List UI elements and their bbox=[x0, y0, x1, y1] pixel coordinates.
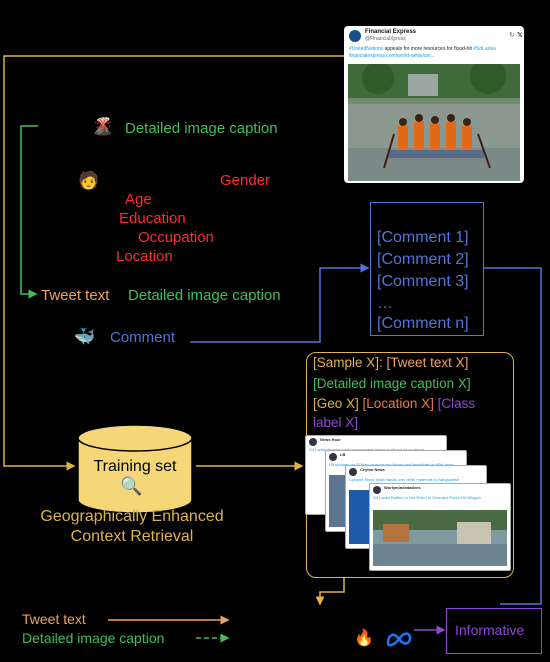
refresh-icon: ↻ bbox=[509, 32, 515, 39]
sample-to-model-wire bbox=[315, 578, 345, 606]
geo-x-label: [Geo X] bbox=[313, 396, 359, 411]
class-label-part2: label X] bbox=[313, 415, 359, 430]
image-caption-label: Detailed image caption bbox=[125, 120, 278, 137]
flame-icon: 🔥 bbox=[354, 630, 374, 647]
comment-item: [Comment 2] bbox=[377, 251, 469, 268]
tweet-link: financialexpress.com/world-news/uni... bbox=[349, 53, 435, 59]
x-logo-icon: 𝕏 bbox=[517, 32, 523, 39]
education-label: Education bbox=[119, 210, 186, 227]
flood-photo bbox=[348, 64, 520, 181]
mini-card-snippet: Sri Lanka disaster rapid assessment team… bbox=[309, 447, 424, 452]
hashtag: #UnitedNations bbox=[349, 46, 384, 52]
mini-card-name: Ceylon News bbox=[360, 467, 385, 472]
comment-item: [Comment n] bbox=[377, 315, 469, 332]
volcano-icon: 🌋 bbox=[92, 117, 114, 136]
age-label: Age bbox=[125, 191, 152, 208]
location-x-label: [Location X] bbox=[362, 396, 434, 411]
gender-label: Gender bbox=[220, 172, 271, 189]
avatar bbox=[349, 30, 361, 42]
informative-output-box: Informative bbox=[446, 608, 542, 654]
comment-label: Comment bbox=[110, 329, 176, 346]
tweet-to-training-wire bbox=[3, 55, 344, 471]
mini-card-snippet: Cyclone Mora: India hands over relief ma… bbox=[349, 477, 460, 482]
whale-icon: 🐳 bbox=[74, 327, 96, 346]
sample-box: [Sample X]: [Tweet text X] [Detailed ima… bbox=[305, 352, 514, 578]
person-icon: 🧑 bbox=[78, 171, 100, 190]
informative-label: Informative bbox=[455, 622, 525, 638]
caption-bracket-wire bbox=[20, 125, 38, 299]
tweet-text-main: appeals for more resources for flood-hit bbox=[383, 46, 474, 52]
account-handle: @FinancialXpress bbox=[365, 36, 406, 42]
tweet-text-label: Tweet text bbox=[41, 287, 110, 304]
training-set-cylinder bbox=[77, 424, 193, 514]
legend-tweet-text: Tweet text bbox=[22, 611, 86, 627]
magnifier-icon: 🔍 bbox=[120, 476, 143, 496]
occupation-label: Occupation bbox=[138, 229, 214, 246]
image-caption-label-2: Detailed image caption bbox=[128, 287, 281, 304]
mini-tweet-card: Worlymindedatives Sri Lanka Battles to G… bbox=[369, 483, 511, 571]
comment-ellipsis: … bbox=[377, 295, 393, 312]
sample-geo-line: [Geo X] [Location X] [Class bbox=[313, 396, 475, 411]
mini-card-snippet: LB updates on SI May on monsoon floods a… bbox=[329, 462, 453, 467]
avatar bbox=[373, 486, 381, 494]
avatar bbox=[349, 468, 357, 476]
comment-item: [Comment 3] bbox=[377, 273, 469, 290]
sample-x-label: [Sample X]: bbox=[313, 355, 383, 370]
tweet-card: Financial Express @FinancialXpress ↻ 𝕏 #… bbox=[344, 26, 524, 183]
comments-out-wire bbox=[484, 267, 542, 605]
retrieval-label: Geographically Enhanced Context Retrieva… bbox=[40, 508, 224, 545]
avatar bbox=[329, 453, 337, 461]
training-set-label: Training set bbox=[93, 458, 177, 475]
avatar bbox=[309, 438, 317, 446]
account-name: Financial Express bbox=[365, 29, 417, 35]
mini-card-name: Worlymindedatives bbox=[384, 485, 421, 490]
comment-item: [Comment 1] bbox=[377, 229, 469, 246]
legend-image-caption: Detailed image caption bbox=[22, 630, 165, 646]
mini-card-snippet: Sri Lanka Battles to Get Relief to Stran… bbox=[373, 495, 481, 500]
comments-box: [Comment 1] [Comment 2] [Comment 3] … [C… bbox=[370, 202, 484, 336]
class-label-part1: [Class bbox=[437, 396, 476, 411]
tweet-text-x-label: [Tweet text X] bbox=[386, 355, 469, 370]
location-label: Location bbox=[116, 248, 173, 265]
tweet-header: Financial Express @FinancialXpress ↻ 𝕏 bbox=[349, 29, 523, 44]
mini-card-name: LB bbox=[340, 452, 346, 457]
sample-header-line: [Sample X]: [Tweet text X] bbox=[313, 355, 468, 370]
hashtag: #SriLanka bbox=[473, 46, 496, 52]
flood-photo bbox=[373, 510, 507, 566]
caption-x-label: [Detailed image caption X] bbox=[313, 376, 471, 391]
comment-wire bbox=[190, 263, 370, 343]
meta-icon bbox=[386, 632, 412, 647]
tweet-text: #UnitedNations appeals for more resource… bbox=[349, 46, 521, 60]
mini-card-name: News Hour bbox=[320, 437, 341, 442]
